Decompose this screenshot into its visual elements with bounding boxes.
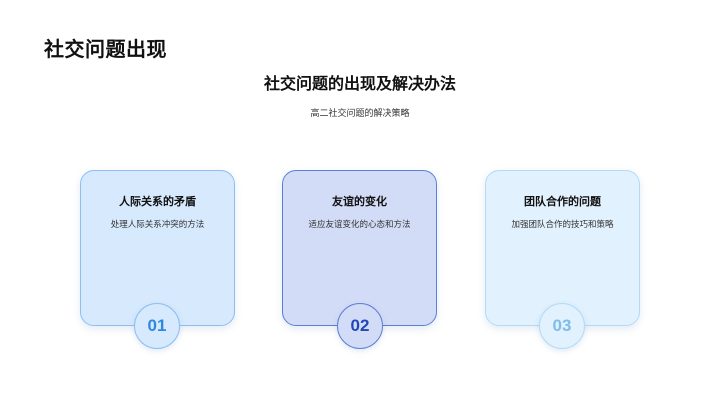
number-badge-03: 03 (539, 303, 585, 349)
card-title: 人际关系的矛盾 (119, 195, 196, 208)
section-title: 社交问题出现 (44, 37, 167, 61)
card-description: 加强团队合作的技巧和策略 (511, 220, 614, 230)
main-title: 社交问题的出现及解决办法 (263, 74, 456, 93)
card-description: 适应友谊变化的心态和方法 (308, 220, 411, 230)
card-interpersonal-conflict: 人际关系的矛盾 处理人际关系冲突的方法 (80, 170, 235, 326)
card-title: 友谊的变化 (332, 195, 387, 208)
card-teamwork-problem: 团队合作的问题 加强团队合作的技巧和策略 (485, 170, 640, 326)
subtitle: 高二社交问题的解决策略 (310, 109, 410, 119)
card-title: 团队合作的问题 (524, 195, 601, 208)
number-badge-01: 01 (134, 303, 180, 349)
number-badge-02: 02 (337, 303, 383, 349)
card-description: 处理人际关系冲突的方法 (110, 220, 205, 230)
